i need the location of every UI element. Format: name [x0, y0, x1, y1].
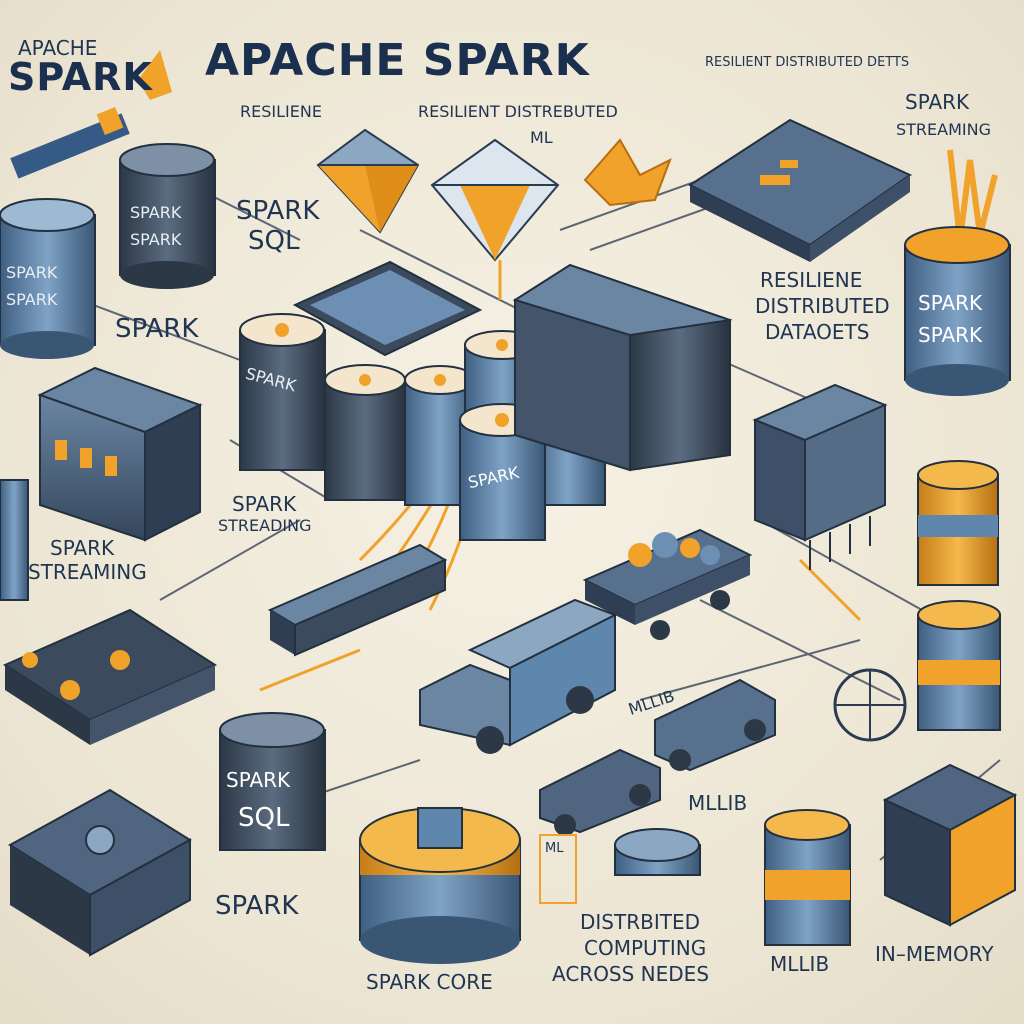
drum-mllib	[764, 809, 851, 946]
flame-icon	[138, 50, 172, 100]
drum-label-top-left-1: SPARK	[130, 203, 182, 222]
label-distributed-2: COMPUTING	[584, 936, 707, 960]
drum-label-top-left-2: SPARK	[130, 230, 182, 249]
label-rdd-right-2: DISTRIBUTED	[755, 294, 890, 318]
logo-line2: SPARK	[8, 55, 153, 99]
label-ml-top: ML	[530, 128, 553, 147]
label-spark-streaming-center-2: STREADING	[218, 516, 312, 535]
stack-bottom-left	[8, 788, 192, 957]
drum-top-center-left	[119, 143, 216, 289]
label-spark-streaming-left-1: SPARK	[50, 536, 115, 560]
label-rdd-right-1: RESILIENE	[760, 268, 863, 292]
page-title: APACHE SPARK	[205, 35, 590, 86]
label-spark-streaming-tr-2: STREAMING	[896, 120, 991, 139]
label-spark-core: SPARK CORE	[366, 970, 493, 994]
origami-bird-icon	[583, 138, 672, 207]
cabinet-center-right	[512, 263, 733, 472]
label-spark-streaming-tr-1: SPARK	[905, 90, 970, 114]
label-spark-bottom-left: SPARK	[215, 891, 299, 921]
drum-label-right-1: SPARK	[918, 291, 983, 315]
car-left	[539, 748, 661, 836]
label-rdd-right-3: DATAOETS	[765, 320, 870, 344]
monitor-center	[292, 260, 483, 357]
spark-core-disc	[359, 807, 521, 964]
label-resiliene-top: RESILIENE	[240, 102, 322, 121]
flame-barrel	[904, 149, 1011, 396]
drum-bottom-center-left	[219, 712, 326, 851]
drum-label-left-1: SPARK	[6, 263, 58, 282]
cube-bottom-right	[882, 763, 1018, 927]
network-globe-icon	[833, 668, 907, 742]
drum-label-bottom: SPARK	[226, 768, 291, 792]
label-mllib-lower: MLLIB	[688, 791, 748, 815]
label-spark-sql-top-2: SQL	[248, 226, 300, 256]
pencil-icon	[10, 107, 130, 179]
network-switch	[267, 543, 448, 657]
drum-right-upper	[917, 460, 999, 586]
label-spark-streaming-center-1: SPARK	[232, 492, 297, 516]
note-bracket	[539, 834, 577, 904]
server-rack-top-right	[687, 118, 913, 262]
label-resilient-distrebuted: RESILIENT DISTREBUTED	[418, 102, 618, 121]
circuit-board-left	[2, 608, 218, 745]
logo-line1: APACHE	[18, 36, 98, 60]
drum-label-bottom-2: SQL	[238, 803, 290, 833]
drum-left-edge	[0, 479, 29, 601]
label-ml-small: ML	[545, 841, 564, 856]
label-distributed-3: ACROSS NEDES	[552, 962, 710, 986]
flatbed-truck	[582, 528, 753, 640]
label-in-memory: IN–MEMORY	[875, 942, 994, 966]
server-box-left	[37, 366, 203, 542]
label-top-right: RESILIENT DISTRIBUTED DETTS	[705, 55, 910, 70]
server-stack-right	[752, 383, 888, 570]
drum-label-left-2: SPARK	[6, 290, 58, 309]
label-distributed-1: DISTRBITED	[580, 910, 700, 934]
drum-label-right-2: SPARK	[918, 323, 983, 347]
label-mllib-bottom: MLLIB	[770, 952, 830, 976]
drum-right-lower	[917, 600, 1001, 731]
car-right	[654, 678, 776, 772]
drum-top-left	[0, 198, 96, 359]
small-disc	[614, 828, 701, 876]
label-spark-sql-top-1: SPARK	[236, 196, 320, 226]
delivery-truck	[419, 598, 618, 754]
crystal-icon	[316, 128, 420, 234]
diamond-icon	[430, 138, 560, 262]
label-spark-streaming-left-2: STREAMING	[28, 560, 147, 584]
label-spark-left-middle: SPARK	[115, 314, 199, 344]
